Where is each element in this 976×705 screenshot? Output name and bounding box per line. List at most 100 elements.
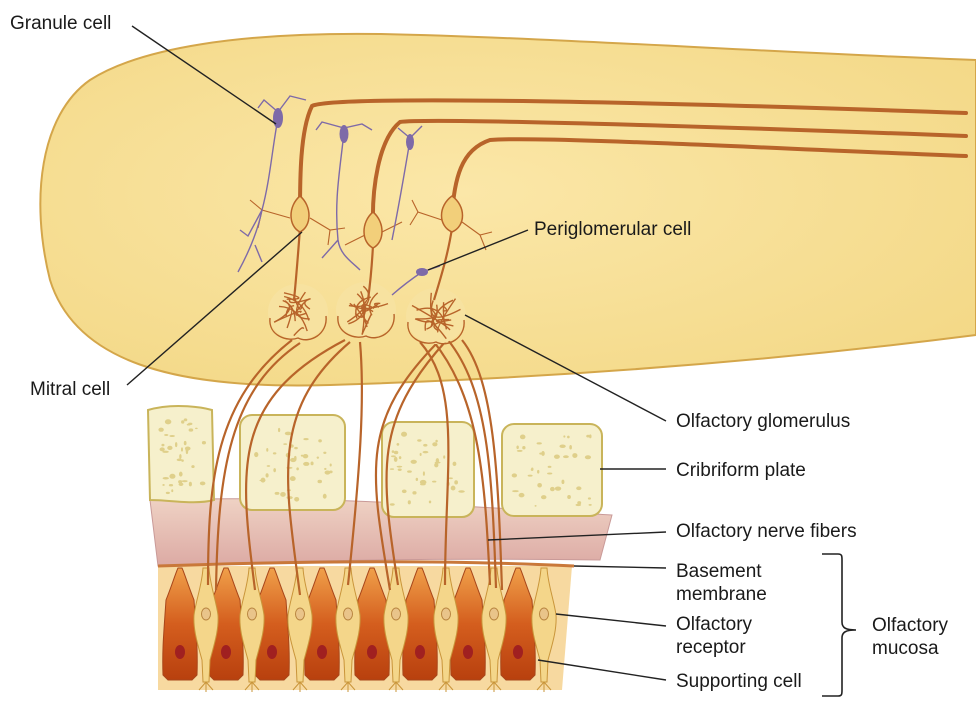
bone-speckle <box>390 455 396 458</box>
bone-speckle <box>323 451 327 455</box>
bone-speckle <box>280 491 286 497</box>
bone-speckle <box>179 454 182 459</box>
bone-speckle <box>169 434 175 438</box>
glomerulus-fiber <box>361 299 380 313</box>
bone-speckle <box>289 476 296 482</box>
bone-speckle <box>572 453 578 458</box>
glomerulus-fiber <box>278 305 308 332</box>
bone-speckle <box>396 442 400 446</box>
bone-speckle <box>303 461 310 466</box>
bone-speckle <box>563 455 569 459</box>
bone-speckle <box>164 434 169 436</box>
interneuron-bodies <box>273 108 428 276</box>
bone-speckle <box>174 442 178 448</box>
bone-speckle <box>452 461 457 467</box>
supporting-cell-nucleus <box>175 645 185 659</box>
bone-speckle <box>393 456 398 462</box>
bone-speckle <box>159 447 165 452</box>
bone-speckle <box>294 496 300 502</box>
bone-speckle <box>422 450 429 454</box>
bone-speckle <box>329 463 332 467</box>
supporting-cell-nucleus <box>317 645 327 659</box>
receptor-cell <box>383 567 409 683</box>
receptor-cilia <box>486 681 502 692</box>
bone-speckle <box>537 482 542 488</box>
receptor-cell <box>335 567 361 683</box>
bone-speckle <box>398 456 402 460</box>
bone-speckle <box>303 437 309 441</box>
bone-speckle <box>186 423 191 426</box>
glomerulus-fiber <box>430 300 461 318</box>
supporting-cell-nucleus <box>221 645 231 659</box>
bone-speckle <box>266 448 269 452</box>
olfactory-receptor-line-1: Olfactory <box>676 614 753 635</box>
bone-speckle <box>168 483 174 487</box>
bone-speckle <box>165 491 170 495</box>
bone-speckle <box>324 467 327 471</box>
bone-speckle <box>401 431 408 437</box>
bone-speckle <box>432 442 438 447</box>
olfactory-nerve-fibers <box>206 339 504 596</box>
bone-speckle <box>164 419 172 425</box>
bone-speckle <box>322 493 327 499</box>
olfactory-receptor-cells <box>193 567 557 692</box>
bone-speckle <box>512 490 519 493</box>
bone-speckle <box>181 480 188 483</box>
olfactory-glomerulus-label: Olfactory glomerulus <box>676 411 851 432</box>
bone-speckle <box>584 455 592 460</box>
bone-speckle <box>188 428 194 432</box>
bone-speckle <box>391 450 395 454</box>
glomerulus-fiber <box>436 298 457 333</box>
supporting-cell-label: Supporting cell <box>676 671 802 692</box>
receptor-cell <box>531 567 557 683</box>
glomerulus-fiber <box>416 308 436 320</box>
bone-speckle <box>554 486 562 491</box>
bone-speckle <box>310 461 314 466</box>
bone-speckle <box>302 453 309 459</box>
bone-speckle <box>266 465 271 467</box>
bone-speckle <box>397 468 402 471</box>
bone-speckle <box>274 491 280 495</box>
bone-speckle <box>412 491 417 495</box>
receptor-nucleus <box>295 607 305 621</box>
glomerulus-fiber <box>429 292 439 329</box>
bone-speckle <box>316 456 320 459</box>
bone-speckle <box>434 461 441 464</box>
basement-membrane-label: Basement membrane <box>676 560 767 606</box>
bone-speckle <box>537 469 540 474</box>
bone-speckle <box>265 473 269 478</box>
bone-speckle <box>561 479 565 485</box>
bone-speckle <box>166 420 169 422</box>
bone-speckle <box>272 452 277 455</box>
bone-speckle <box>277 427 281 433</box>
bone-speckle <box>407 470 412 473</box>
mitral-cells <box>249 98 968 301</box>
bone-speckle <box>518 492 525 498</box>
glomerulus-fiber <box>273 300 291 323</box>
bone-speckle <box>419 452 422 457</box>
bone-speckle <box>435 439 438 443</box>
bone-speckle <box>254 451 259 458</box>
bone-speckle <box>587 497 592 500</box>
receptor-cilia <box>340 681 356 692</box>
bone-speckle <box>415 477 419 481</box>
bone-speckle <box>324 470 331 475</box>
bone-speckle <box>284 431 292 436</box>
bone-speckle <box>389 468 395 470</box>
bone-speckle <box>541 451 545 456</box>
olfactory-glomeruli <box>268 282 466 345</box>
bone-speckle <box>178 471 183 477</box>
granule-cell-label: Granule cell <box>10 13 112 34</box>
bone-speckle <box>283 443 288 445</box>
bone-speckle <box>162 450 169 453</box>
granule-cells <box>237 95 441 296</box>
receptor-cilia <box>198 681 214 692</box>
bone-speckles <box>158 418 592 507</box>
olfactory-mucosa-line-1: Olfactory <box>872 615 949 636</box>
receptor-cilia <box>388 681 404 692</box>
supporting-cell-nucleus <box>367 645 377 659</box>
glomerulus-fiber <box>435 318 454 327</box>
bone-speckle <box>586 434 590 438</box>
glomerulus-fiber <box>293 327 305 337</box>
bone-speckle <box>201 441 206 445</box>
